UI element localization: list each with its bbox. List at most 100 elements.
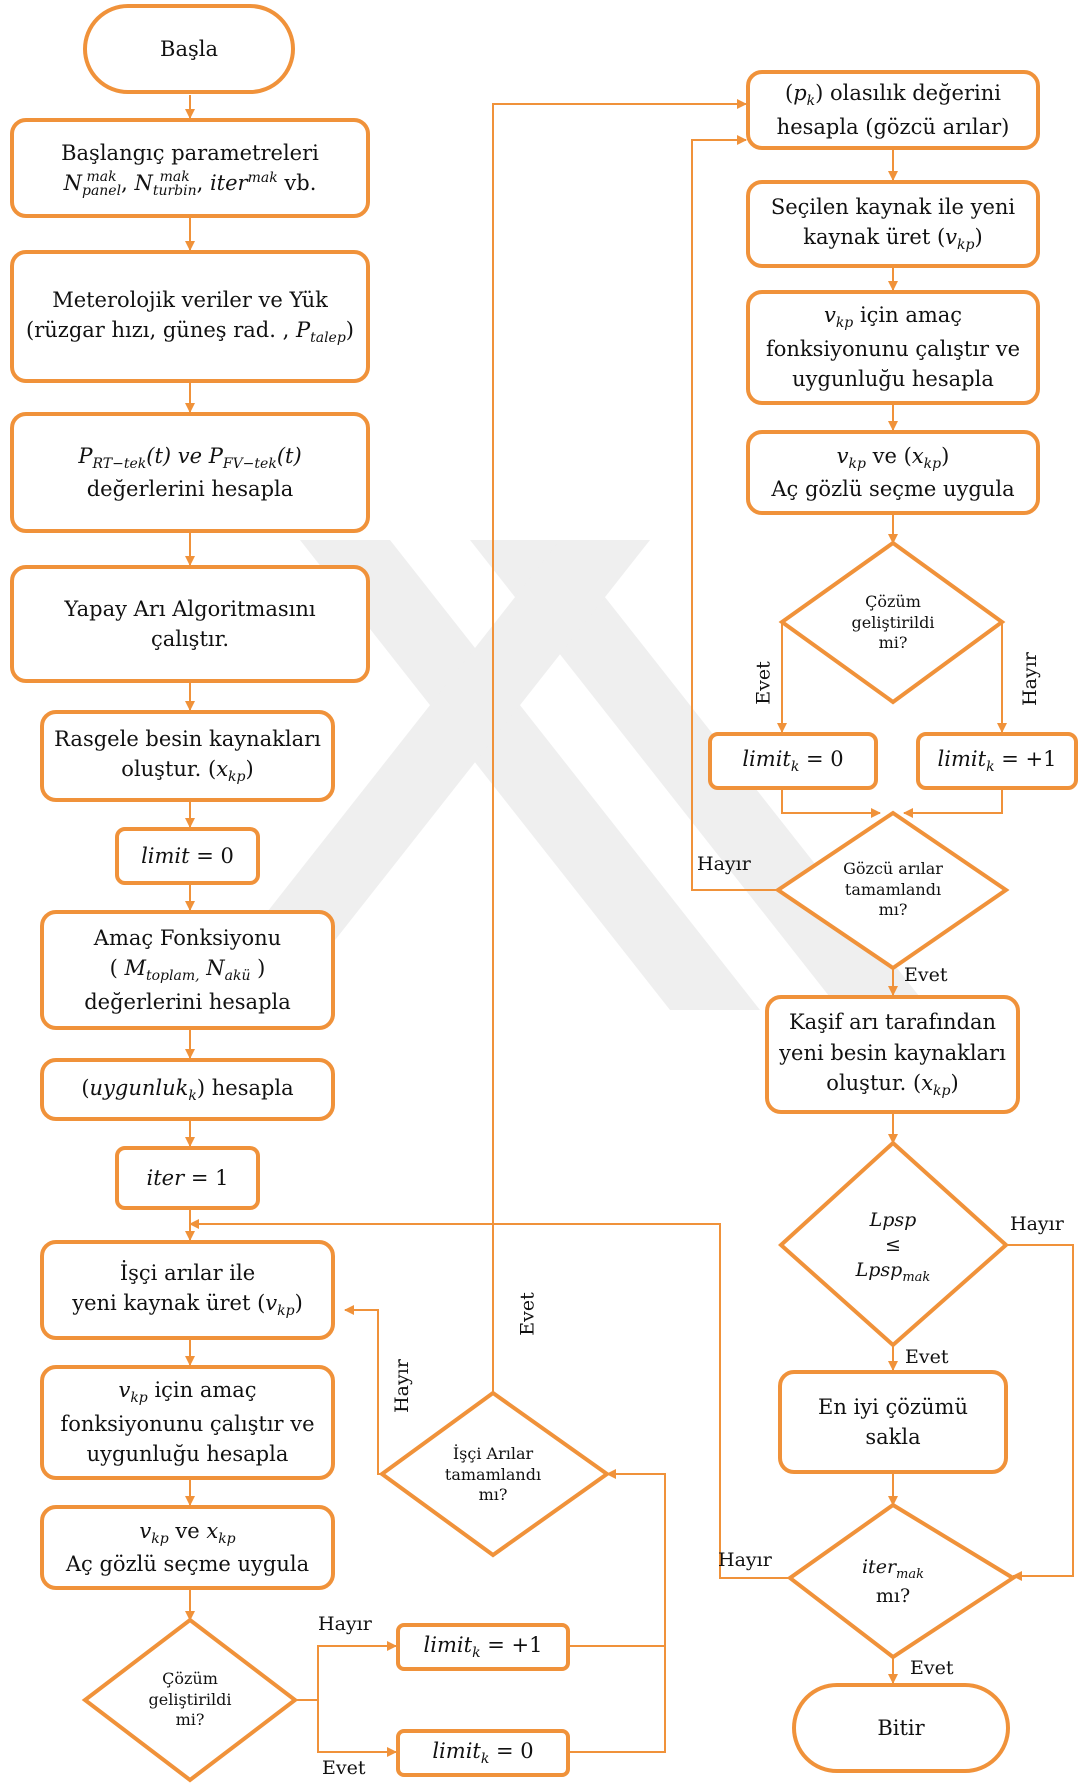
label-hayir-right-dec: Hayır — [1018, 652, 1041, 706]
scout-line2: yeni besin kaynakları — [779, 1040, 1006, 1065]
onlookers-done-text: Gözcü arılar tamamlandı mı? — [828, 855, 958, 925]
label-hayir-iter: Hayır — [718, 1549, 772, 1571]
box-fitness: (uygunlukk) hesapla — [40, 1058, 335, 1121]
workers-done-line2: tamamlandı — [444, 1464, 542, 1484]
decision-workers-done — [378, 1390, 611, 1558]
onlooker-dec-line2: geliştirildi — [851, 612, 935, 632]
label-evet-iter: Evet — [910, 1657, 954, 1679]
onlooker-obj-line3: uygunluğu hesapla — [792, 367, 994, 392]
decision-itermax — [786, 1502, 1017, 1660]
run-abc-line1: Yapay Arı Algoritmasını — [64, 596, 316, 621]
worker-decision-text: Çözüm geliştirildi mi? — [120, 1665, 260, 1735]
box-onlooker-objective: vkp için amaç fonksiyonunu çalıştır ve u… — [746, 290, 1040, 405]
arrow-limits-to-workerdone — [570, 1469, 666, 1753]
scout-line3: oluştur. (xkp) — [826, 1071, 959, 1100]
onlooker-new-line2: kaynak üret (vkp) — [803, 225, 983, 254]
box-limit-zero-left: limitk = 0 — [396, 1729, 570, 1777]
itermax-line2: mı? — [875, 1585, 911, 1607]
run-abc-line2: çalıştır. — [150, 627, 230, 651]
onlooker-obj-line2: fonksiyonunu çalıştır ve — [765, 336, 1021, 361]
onlooker-dec-line3: mi? — [878, 633, 908, 653]
decision-onlookers-done — [774, 810, 1010, 971]
box-random-sources: Rasgele besin kaynakları oluştur. (xkp) — [40, 710, 335, 802]
itermax-decision-text: itermak mı? — [838, 1552, 948, 1612]
box-objective: Amaç Fonksiyonu ( Mtoplam, Nakü ) değerl… — [40, 910, 335, 1030]
start-label: Başla — [160, 36, 218, 61]
iter-init-label: iter = 1 — [146, 1165, 229, 1190]
label-evet-left-dec: Evet — [322, 1757, 366, 1779]
box-probability: (pk) olasılık değerini hesapla (gözcü ar… — [746, 70, 1040, 150]
box-iter-init: iter = 1 — [115, 1146, 260, 1210]
worker-obj-line3: uygunluğu hesapla — [86, 1442, 289, 1467]
lpsp-decision-text: Lpsp ≤ Lpspmak — [833, 1205, 953, 1290]
box-limit-plus-left: limitk = +1 — [396, 1623, 570, 1671]
fitness-label: (uygunlukk) hesapla — [81, 1075, 294, 1104]
params-line1: Başlangıç parametreleri — [61, 140, 319, 165]
box-save-best: En iyi çözümü sakla — [778, 1370, 1008, 1474]
onlooker-new-line1: Seçilen kaynak ile yeni — [770, 195, 1016, 220]
limit-plus-right-label: limitk = +1 — [937, 747, 1057, 776]
params-itermax: itermak — [209, 169, 278, 195]
worker-dec-line3: mi? — [175, 1710, 205, 1730]
box-worker-greedy: vkp ve xkp Aç gözlü seçme uygula — [40, 1505, 335, 1590]
onlooker-greedy-line2: Aç gözlü seçme uygula — [771, 477, 1015, 502]
objective-line1: Amaç Fonksiyonu — [93, 925, 282, 950]
onlooker-greedy-line1: vkp ve (xkp) — [836, 443, 950, 472]
save-line1: En iyi çözümü — [818, 1394, 968, 1419]
onlooker-decision-text: Çözüm geliştirildi mi? — [828, 588, 958, 658]
box-scout: Kaşif arı tarafından yeni besin kaynakla… — [765, 995, 1020, 1114]
arrow-workerdone-hayir — [344, 1305, 382, 1475]
worker-greedy-line1: vkp ve xkp — [139, 1518, 236, 1547]
box-limit-zero-right: limitk = 0 — [708, 732, 878, 790]
meteo-line1: Meterolojik veriler ve Yük — [52, 287, 328, 312]
box-worker-new: İşçi arılar ile yeni kaynak üret (vkp) — [40, 1240, 335, 1340]
workers-done-text: İşçi Arılar tamamlandı mı? — [428, 1440, 558, 1510]
limit-plus-left-label: limitk = +1 — [423, 1633, 543, 1662]
arrow-decision-hayir — [295, 1641, 397, 1701]
decision-onlooker-improved — [778, 540, 1006, 705]
onlookers-done-line1: Gözcü arılar — [843, 858, 943, 878]
lpsp-line1: Lpsp — [869, 1209, 917, 1232]
workers-done-line3: mı? — [478, 1485, 508, 1505]
label-evet-mid: Evet — [516, 1292, 539, 1336]
prob-line1: (pk) olasılık değerini — [785, 81, 1001, 110]
box-limit-plus-right: limitk = +1 — [916, 732, 1078, 790]
label-hayir-lpsp: Hayır — [1010, 1213, 1064, 1235]
arrow-decision-evet — [295, 1699, 397, 1757]
prob-line2: hesapla (gözcü arılar) — [776, 114, 1010, 139]
label-evet-onlookers: Evet — [904, 964, 948, 986]
onlookers-done-line3: mı? — [878, 900, 908, 920]
onlooker-dec-line1: Çözüm — [865, 591, 921, 611]
power-line1: PRT−tek(t) ve PFV−tek(t) — [78, 443, 302, 472]
box-power: PRT−tek(t) ve PFV−tek(t) değerlerini hes… — [10, 412, 370, 533]
start-terminal: Başla — [83, 4, 295, 94]
arrow-lim0-merge — [781, 790, 881, 818]
worker-greedy-line2: Aç gözlü seçme uygula — [65, 1552, 310, 1577]
label-evet-lpsp: Evet — [905, 1346, 949, 1368]
onlooker-obj-line1: vkp için amaç — [823, 303, 963, 332]
arrow-workerdone-evet — [492, 99, 747, 1393]
box-onlooker-new: Seçilen kaynak ile yeni kaynak üret (vkp… — [746, 180, 1040, 268]
box-meteo: Meterolojik veriler ve Yük (rüzgar hızı,… — [10, 250, 370, 383]
scout-line1: Kaşif arı tarafından — [788, 1010, 997, 1035]
label-hayir-onlookers: Hayır — [697, 853, 751, 875]
finish-label: Bitir — [877, 1715, 925, 1740]
label-hayir-mid: Hayır — [390, 1359, 413, 1413]
lpsp-line2: ≤ — [885, 1234, 901, 1257]
limit-zero-left-label: limitk = 0 — [432, 1739, 534, 1768]
meteo-line2: (rüzgar hızı, güneş rad. , Ptalep) — [26, 317, 354, 347]
decision-worker-improved — [81, 1617, 299, 1783]
worker-dec-line1: Çözüm — [162, 1668, 218, 1688]
limit-zero-right-label: limitk = 0 — [742, 747, 844, 776]
random-line1: Rasgele besin kaynakları — [54, 727, 321, 752]
save-line2: sakla — [865, 1425, 921, 1449]
label-hayir-left-dec: Hayır — [318, 1613, 372, 1635]
worker-obj-line1: vkp için amaç — [118, 1378, 257, 1407]
power-line2: değerlerini hesapla — [86, 477, 294, 502]
objective-line3: değerlerini hesapla — [84, 989, 291, 1014]
worker-new-line1: İşçi arılar ile — [119, 1261, 256, 1286]
